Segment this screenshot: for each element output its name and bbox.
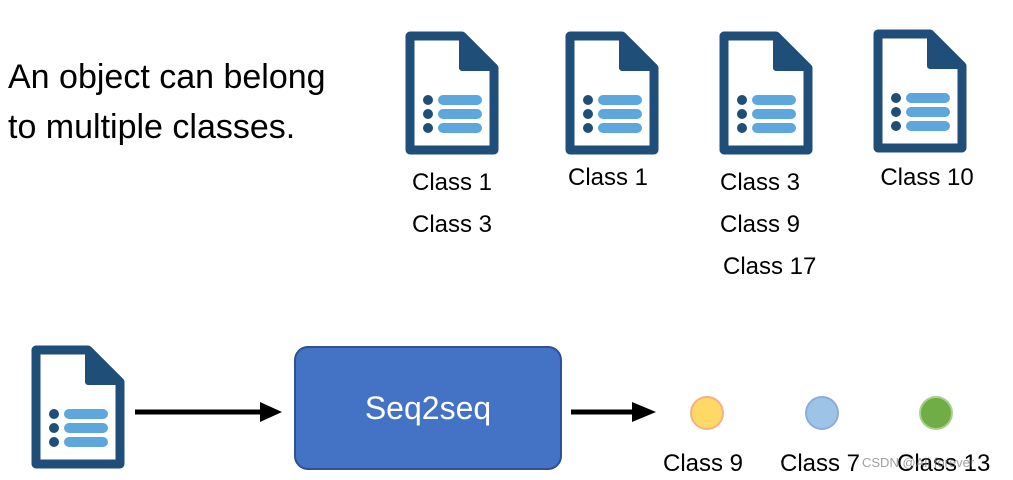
document-icon	[718, 30, 814, 158]
output-class-label: Class 7	[780, 450, 861, 477]
output-class-dot	[690, 396, 724, 430]
output-class-dot	[805, 396, 839, 430]
statement-line-1: An object can belong	[8, 58, 326, 96]
class-label: Class 1	[567, 164, 649, 191]
arrow-input-to-model	[135, 402, 282, 422]
seq2seq-label: Seq2seq	[364, 389, 492, 426]
output-class-label: Class 13	[897, 450, 991, 477]
document-icon	[872, 28, 968, 156]
input-document-icon	[30, 344, 126, 472]
output-class-label: Class 9	[663, 450, 744, 477]
document-icon	[564, 30, 660, 158]
example-1-labels: Class 1 Class 3	[404, 162, 500, 246]
document-icon	[404, 30, 500, 158]
class-label: Class 17	[723, 253, 817, 280]
example-3-labels: Class 3 Class 9 Class 17	[714, 162, 824, 288]
example-4-labels: Class 10	[872, 157, 982, 199]
seq2seq-model-box: Seq2seq	[294, 346, 562, 470]
class-label: Class 1	[411, 169, 493, 196]
class-label: Class 9	[720, 211, 801, 238]
watermark: CSDN @Ali forever	[862, 455, 975, 470]
class-label: Class 3	[720, 169, 801, 196]
example-2-labels: Class 1	[560, 157, 656, 199]
class-label: Class 10	[880, 164, 974, 191]
class-label: Class 3	[411, 211, 493, 238]
arrow-model-to-output	[571, 402, 656, 422]
statement-text: An object can belong to multiple classes…	[8, 52, 326, 152]
statement-line-2: to multiple classes.	[8, 108, 296, 146]
output-class-dot	[919, 396, 953, 430]
